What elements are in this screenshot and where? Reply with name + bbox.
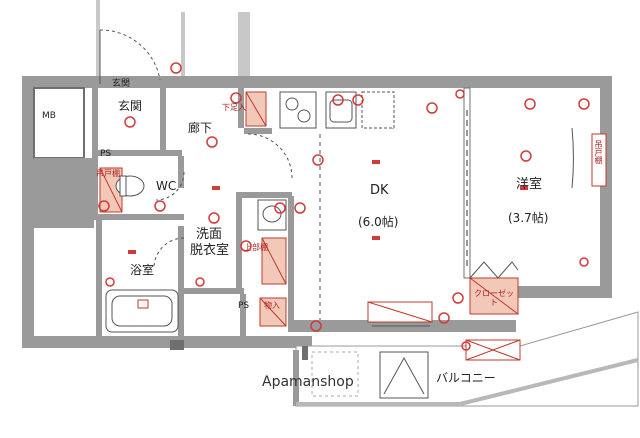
dk-name-label: DK <box>370 183 389 198</box>
column <box>170 340 184 350</box>
evacuation-hatch <box>379 351 429 399</box>
entrance-label: 玄関 <box>118 99 143 113</box>
wc-wall-bottom <box>92 214 184 220</box>
corridor-wall-mid <box>181 12 185 76</box>
wash-wall-top <box>236 192 292 198</box>
storage-wall-right <box>288 196 294 332</box>
entrance-door-swing <box>99 29 161 81</box>
wc-wall-right <box>178 156 184 188</box>
wardrobe-fixture <box>591 133 607 187</box>
shoebox-wall-bottom <box>244 128 272 134</box>
outer-wall-left <box>22 76 34 346</box>
dk-door-swing <box>247 133 293 179</box>
balcony-label: バルコニー <box>436 371 496 385</box>
bath-wall-left <box>96 220 102 336</box>
ps-lower-label: PS <box>238 301 250 311</box>
toilet-cabinet-label: 吊戸棚 <box>96 169 120 178</box>
entrance-wall-right <box>160 88 166 156</box>
entrance-top-label: 玄関 <box>112 79 131 89</box>
upper-shelf-label: 上部棚 <box>244 243 268 252</box>
bath-wall-right <box>178 226 184 336</box>
fridge-space <box>361 91 395 129</box>
wardrobe-vertical-label: 吊戸棚 <box>594 140 603 164</box>
shoebox-wall <box>238 88 244 128</box>
wc-label: WC <box>156 179 177 193</box>
ps-wall <box>240 294 246 336</box>
light-symbols <box>128 160 528 254</box>
bathtub <box>105 289 179 333</box>
entrance-wall-bottom <box>92 150 182 156</box>
mb-label: MB <box>42 111 56 121</box>
washbasin <box>257 199 287 231</box>
wash-wall-right <box>236 192 242 288</box>
ps-upper-label: PS <box>100 149 112 159</box>
bathroom-label: 浴室 <box>130 263 155 277</box>
storage-label: 物入 <box>264 301 280 310</box>
mb-wall <box>34 158 94 228</box>
outer-wall-top <box>22 76 612 88</box>
corridor-wall-left <box>96 0 100 76</box>
washroom-label-1: 洗面 <box>196 227 223 242</box>
washroom-label-2: 脱衣室 <box>190 243 230 258</box>
corridor-wall-right <box>238 12 250 76</box>
bath-door-swing <box>153 237 185 269</box>
closet-label: クローゼット <box>474 289 514 307</box>
mb-box <box>33 87 85 159</box>
stove <box>279 91 317 129</box>
bedroom-size-label: (3.7帖) <box>508 211 549 225</box>
outdoor-unit <box>311 351 359 397</box>
wc-wall-left <box>92 156 98 220</box>
wash-wall-bottom <box>184 288 244 294</box>
bedroom-name-label: 洋室 <box>516 177 543 192</box>
dk-size-label: (6.0帖) <box>358 215 399 229</box>
outer-wall-bottom-left <box>22 336 312 348</box>
entrance-wall-left <box>92 88 98 150</box>
hallway-label: 廊下 <box>188 121 213 135</box>
shoe-box-label: 下足入 <box>222 103 246 112</box>
outer-wall-bottom-right <box>512 286 612 298</box>
electrical-symbols <box>98 62 590 351</box>
watermark: Apamanshop <box>262 374 354 390</box>
